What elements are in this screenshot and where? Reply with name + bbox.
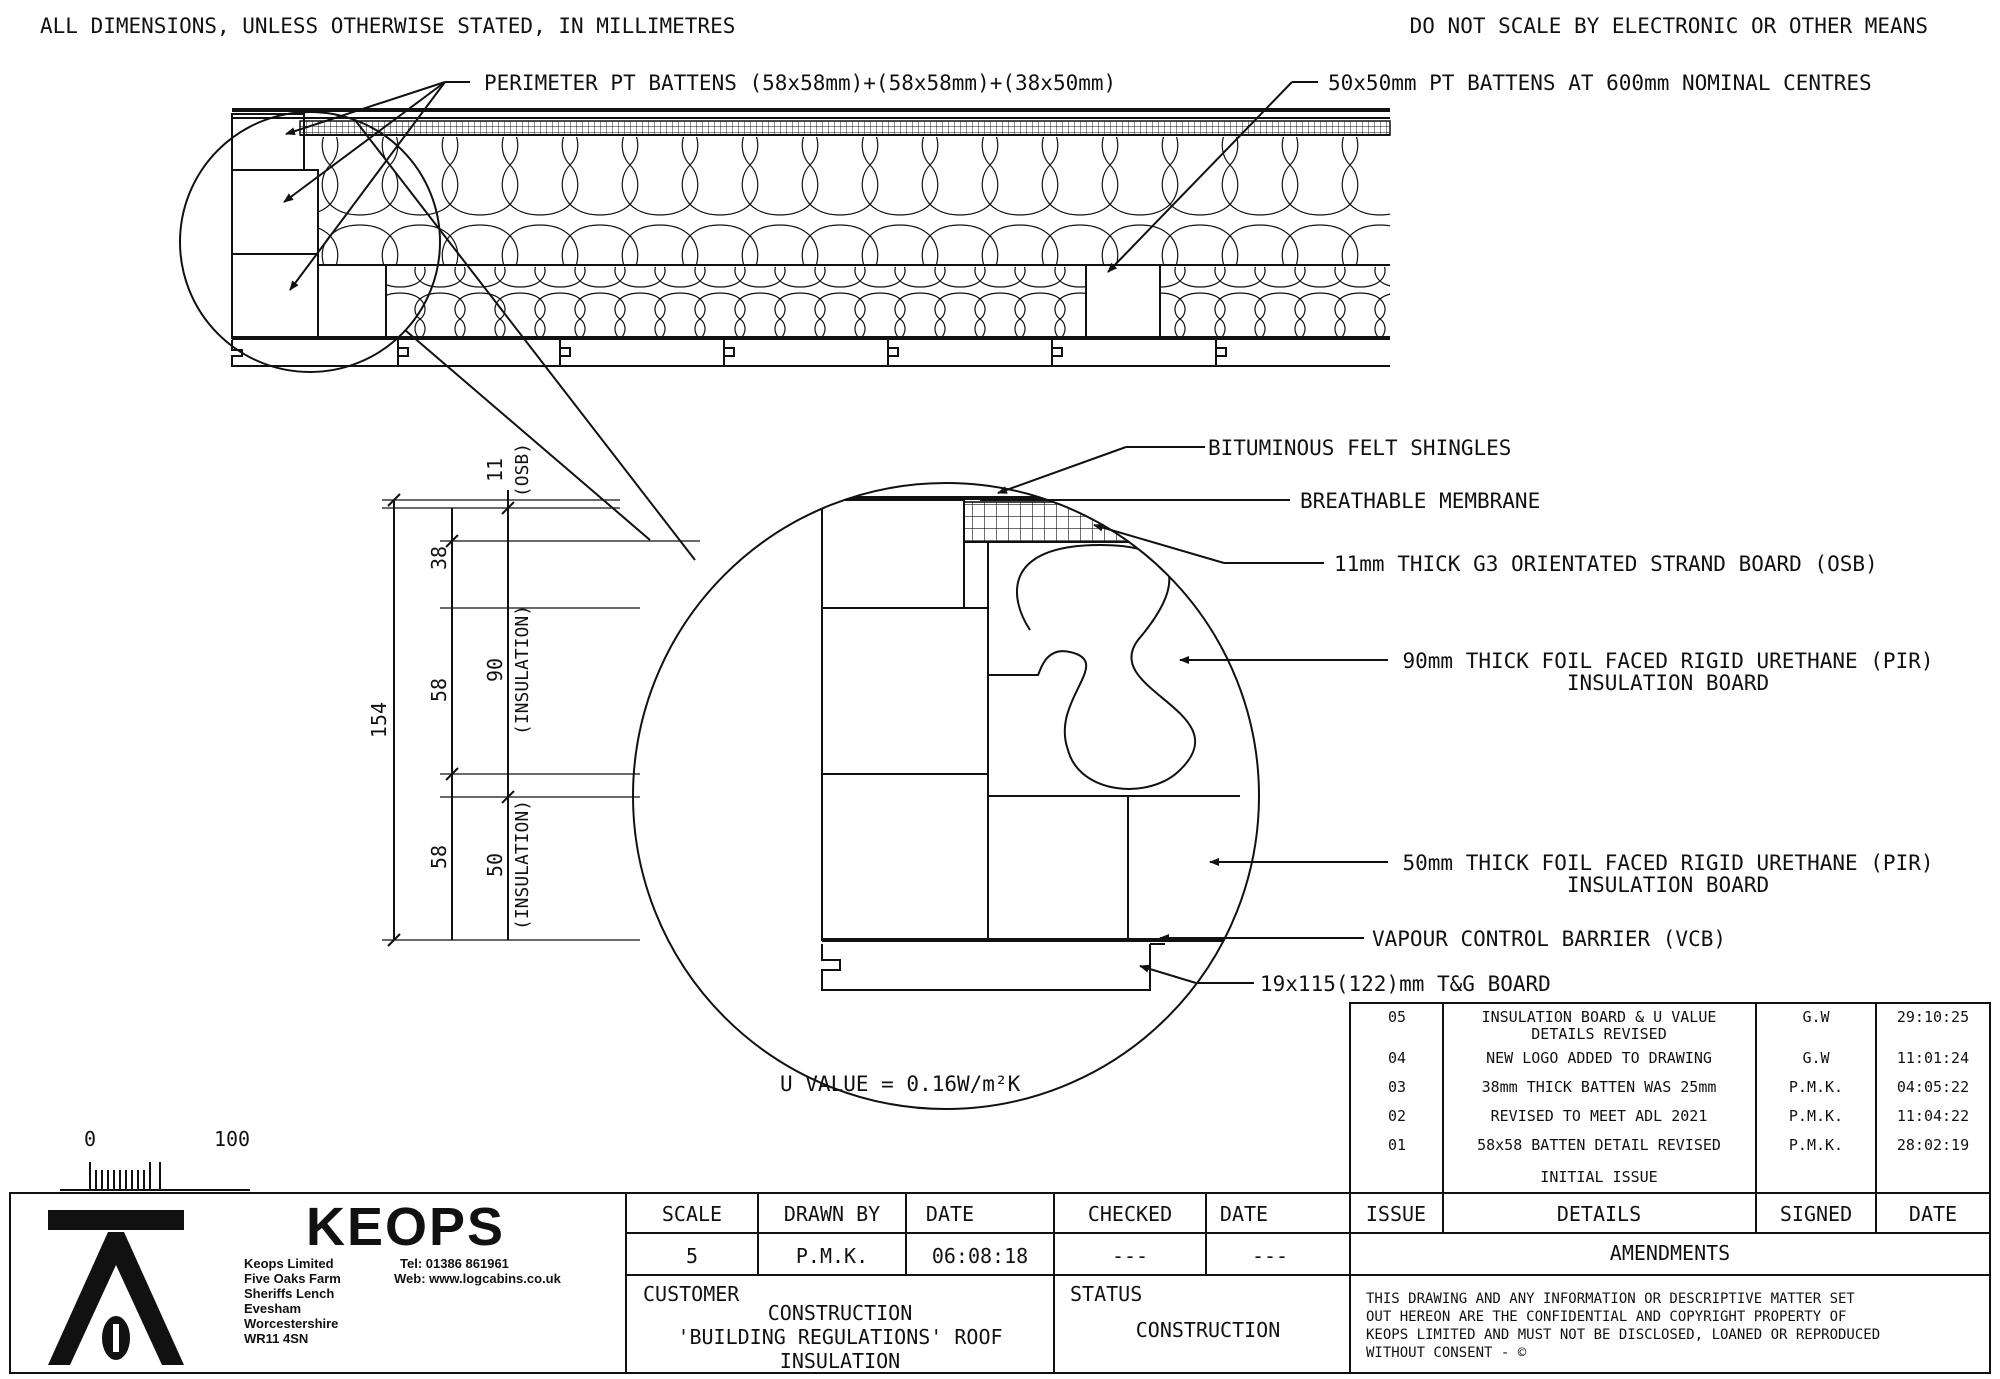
dim-50-label: (INSULATION) [512, 800, 533, 930]
amend-details-01: 58x58 BATTEN DETAIL REVISED [1477, 1136, 1721, 1154]
tg-board-label: 19x115(122)mm T&G BOARD [1260, 972, 1551, 996]
amend-date-05: 29:10:25 [1897, 1008, 1969, 1026]
dim-38: 38 [427, 546, 451, 570]
customer-label: CUSTOMER [643, 1282, 740, 1306]
scale-bar-hundred: 100 [214, 1127, 250, 1151]
details-header: DETAILS [1557, 1202, 1641, 1226]
checked-value: --- [1112, 1244, 1148, 1268]
amend-signed-01: P.M.K. [1789, 1136, 1843, 1154]
copyright-line2: OUT HEREON ARE THE CONFIDENTIAL AND COPY… [1366, 1309, 1846, 1325]
status-value: CONSTRUCTION [1136, 1318, 1281, 1342]
drawn-by-label: DRAWN BY [784, 1202, 880, 1226]
amend-date-02: 11:04:22 [1897, 1107, 1969, 1125]
callout-perimeter-battens: PERIMETER PT BATTENS (58x58mm)+(58x58mm)… [283, 71, 1116, 291]
copyright-line3: KEOPS LIMITED AND MUST NOT BE DISCLOSED,… [1366, 1327, 1880, 1343]
amend-details-04: NEW LOGO ADDED TO DRAWING [1486, 1049, 1712, 1067]
felt-shingles-label: BITUMINOUS FELT SHINGLES [1208, 436, 1511, 460]
date-header: DATE [1909, 1202, 1957, 1226]
amend-signed-05: G.W [1802, 1008, 1830, 1026]
issue-header: ISSUE [1366, 1202, 1426, 1226]
dim-58b: 58 [427, 845, 451, 869]
pir90-label-line2: INSULATION BOARD [1567, 671, 1769, 695]
amend-issue-04: 04 [1388, 1049, 1406, 1067]
callout-membrane: BREATHABLE MEMBRANE [980, 489, 1540, 513]
perimeter-battens-label: PERIMETER PT BATTENS (58x58mm)+(58x58mm)… [484, 71, 1116, 95]
company-postcode: WR11 4SN [244, 1331, 308, 1346]
customer-line3: INSULATION [780, 1349, 900, 1373]
vcb-label: VAPOUR CONTROL BARRIER (VCB) [1372, 927, 1726, 951]
amendments-title: AMENDMENTS [1610, 1241, 1730, 1265]
company-address2: Sheriffs Lench [244, 1286, 334, 1301]
callout-pir50: 50mm THICK FOIL FACED RIGID URETHANE (PI… [1209, 851, 1934, 897]
callout-centre-battens: 50x50mm PT BATTENS AT 600mm NOMINAL CENT… [1107, 71, 1872, 273]
pir90-label-line1: 90mm THICK FOIL FACED RIGID URETHANE (PI… [1402, 649, 1933, 673]
centre-battens-label: 50x50mm PT BATTENS AT 600mm NOMINAL CENT… [1328, 71, 1872, 95]
customer-line2: 'BUILDING REGULATIONS' ROOF [677, 1325, 1002, 1349]
copyright-line4: WITHOUT CONSENT - © [1366, 1345, 1527, 1361]
membrane-label: BREATHABLE MEMBRANE [1300, 489, 1540, 513]
signed-header: SIGNED [1780, 1202, 1852, 1226]
title-block: SCALE DRAWN BY DATE CHECKED DATE ISSUE D… [9, 1192, 1991, 1374]
amendments-table: 05 INSULATION BOARD & U VALUE DETAILS RE… [1349, 1002, 1991, 1194]
osb-label: 11mm THICK G3 ORIENTATED STRAND BOARD (O… [1334, 552, 1878, 576]
amend-date-01: 28:02:19 [1897, 1136, 1969, 1154]
scale-bar-zero: 0 [84, 1127, 96, 1151]
dim-154: 154 [367, 702, 391, 738]
roof-section-overview [179, 108, 1391, 373]
amend-details-05b: DETAILS REVISED [1531, 1025, 1666, 1043]
checked-label: CHECKED [1088, 1202, 1172, 1226]
callout-felt-shingles: BITUMINOUS FELT SHINGLES [997, 436, 1511, 494]
callout-osb: 11mm THICK G3 ORIENTATED STRAND BOARD (O… [1093, 523, 1878, 576]
dimensions-note: ALL DIMENSIONS, UNLESS OTHERWISE STATED,… [40, 14, 735, 38]
date-value: 06:08:18 [932, 1244, 1028, 1268]
date2-label: DATE [1220, 1202, 1268, 1226]
company-name: Keops Limited [244, 1256, 334, 1271]
drawn-by-value: P.M.K. [796, 1244, 868, 1268]
amend-initial-issue: INITIAL ISSUE [1540, 1168, 1657, 1186]
magnified-detail [632, 482, 1260, 1110]
amend-date-04: 11:01:24 [1897, 1049, 1969, 1067]
company-web: Web: www.logcabins.co.uk [394, 1271, 562, 1286]
amend-issue-01: 01 [1388, 1136, 1406, 1154]
dim-11: 11 [483, 458, 507, 482]
copyright-line1: THIS DRAWING AND ANY INFORMATION OR DESC… [1366, 1291, 1855, 1307]
company-address3: Evesham [244, 1301, 301, 1316]
amend-signed-03: P.M.K. [1789, 1078, 1843, 1096]
amend-issue-05: 05 [1388, 1008, 1406, 1026]
pir50-label-line2: INSULATION BOARD [1567, 873, 1769, 897]
dimension-string: 154 38 58 58 11 (OSB) 90 (INSULATION) 50… [367, 443, 700, 947]
status-label: STATUS [1070, 1282, 1142, 1306]
company-address4: Worcestershire [244, 1316, 338, 1331]
amend-details-02: REVISED TO MEET ADL 2021 [1491, 1107, 1708, 1125]
dim-58a: 58 [427, 678, 451, 702]
dim-90-label: (INSULATION) [512, 605, 533, 735]
dim-11-label: (OSB) [512, 443, 533, 497]
callout-tg-board: 19x115(122)mm T&G BOARD [1139, 964, 1551, 996]
callout-vcb: VAPOUR CONTROL BARRIER (VCB) [1159, 927, 1726, 951]
u-value: U VALUE = 0.16W/m²K [780, 1072, 1021, 1096]
no-scale-note: DO NOT SCALE BY ELECTRONIC OR OTHER MEAN… [1410, 14, 1928, 38]
amend-date-03: 04:05:22 [1897, 1078, 1969, 1096]
dim-90: 90 [483, 658, 507, 682]
amend-issue-02: 02 [1388, 1107, 1406, 1125]
dim-50: 50 [483, 853, 507, 877]
amend-signed-02: P.M.K. [1789, 1107, 1843, 1125]
customer-line1: CONSTRUCTION [768, 1301, 913, 1325]
amend-details-03: 38mm THICK BATTEN WAS 25mm [1482, 1078, 1717, 1096]
company-address1: Five Oaks Farm [244, 1271, 341, 1286]
amend-issue-03: 03 [1388, 1078, 1406, 1096]
date2-value: --- [1252, 1244, 1288, 1268]
pir50-label-line1: 50mm THICK FOIL FACED RIGID URETHANE (PI… [1402, 851, 1933, 875]
keops-logo-icon [48, 1210, 184, 1365]
date-label: DATE [926, 1202, 974, 1226]
callout-pir90: 90mm THICK FOIL FACED RIGID URETHANE (PI… [1179, 649, 1934, 695]
scale-label: SCALE [662, 1202, 722, 1226]
amend-signed-04: G.W [1802, 1049, 1830, 1067]
keops-wordmark: KEOPS [306, 1197, 505, 1257]
scale-value: 5 [686, 1244, 698, 1268]
scale-bar: 0 100 [60, 1127, 250, 1191]
amend-details-05a: INSULATION BOARD & U VALUE [1482, 1008, 1717, 1026]
company-tel: Tel: 01386 861961 [400, 1256, 509, 1271]
